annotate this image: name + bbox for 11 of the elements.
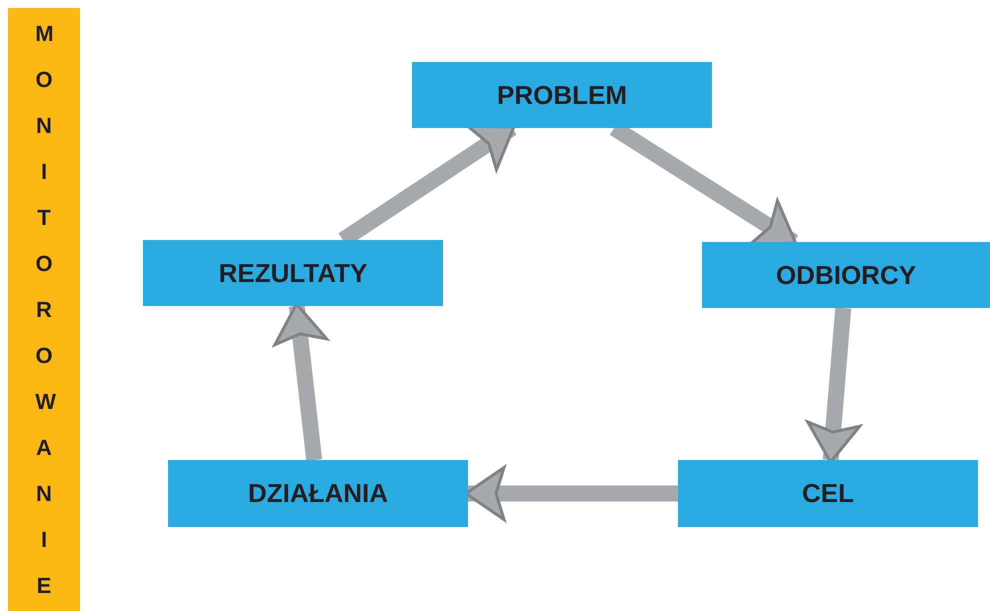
process-box — [702, 242, 990, 308]
box-label: ODBIORCY — [776, 258, 916, 292]
box-label: REZULTATY — [218, 256, 368, 290]
vertical-band — [8, 8, 80, 611]
process-box — [143, 240, 443, 306]
process-box — [678, 460, 978, 527]
process-box — [168, 460, 468, 527]
box-label: PROBLEM — [497, 78, 627, 112]
process-box — [412, 62, 712, 128]
box-label: CEL — [802, 477, 854, 510]
box-label: DZIAŁANIA — [248, 477, 388, 510]
